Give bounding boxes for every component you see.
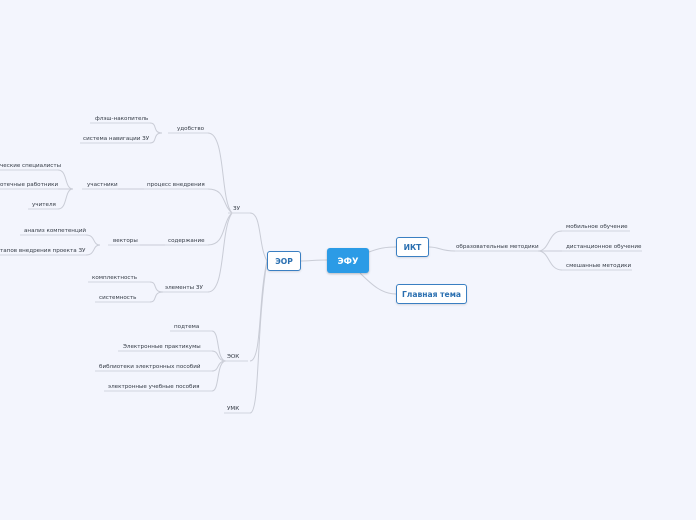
label-stages[interactable]: тапов внедрения проекта ЗУ	[0, 248, 86, 254]
node-eor[interactable]: ЭОР	[267, 251, 301, 271]
label-eok[interactable]: ЭОК	[227, 354, 239, 360]
label-libraries[interactable]: библиотеки электронных пособий	[99, 363, 201, 370]
label-systemicity[interactable]: системность	[99, 295, 136, 301]
label-practicums[interactable]: Электронные практикумы	[123, 344, 201, 350]
edge-eor-umk	[249, 260, 268, 414]
edge-participants-teachers	[57, 188, 74, 210]
edge-participants-specialists	[57, 169, 74, 190]
edge-methods-blended	[537, 250, 563, 271]
edge-methods-mobile	[537, 230, 563, 252]
label-subtopic[interactable]: подтема	[174, 324, 199, 330]
label-mobile[interactable]: мобильное обучение	[566, 224, 628, 230]
node-ikt[interactable]: ИКТ	[396, 237, 429, 257]
connectors	[57, 122, 563, 414]
label-navigation[interactable]: система навигации ЗУ	[83, 136, 150, 142]
edge-zu-udobstvo	[207, 132, 233, 214]
edge-ikt-methods	[428, 246, 456, 252]
edge-eor-eok	[249, 260, 268, 362]
label-umk[interactable]: УМК	[227, 406, 239, 412]
label-librarians[interactable]: отечные работники	[0, 182, 59, 188]
label-participants[interactable]: участники	[87, 182, 118, 188]
edge-zu-process	[207, 188, 233, 214]
edge-root-ikt	[368, 246, 397, 253]
label-zu[interactable]: ЗУ	[233, 206, 241, 212]
label-process[interactable]: процесс внедрения	[147, 182, 205, 188]
edge-eok-practicums	[211, 350, 227, 362]
edge-udobstvo-flash	[149, 122, 163, 134]
topic-labels: ЗУ удобство флэш-накопитель система нави…	[0, 116, 642, 412]
label-blended[interactable]: смешанные методики	[566, 263, 631, 269]
label-completeness[interactable]: комплектность	[92, 275, 137, 281]
edge-eok-textbooks	[211, 360, 227, 392]
edge-vectors-competence	[85, 234, 101, 246]
edge-root-eor	[300, 259, 328, 262]
label-distance[interactable]: дистанционное обучение	[566, 244, 642, 250]
label-specialists[interactable]: ческие специалисты	[0, 163, 61, 169]
label-textbooks[interactable]: электронные учебные пособия	[108, 384, 199, 390]
root-node[interactable]: ЭФУ	[327, 248, 369, 273]
label-teachers[interactable]: учителя	[32, 202, 56, 208]
edge-eok-libraries	[211, 360, 227, 372]
edge-zu-elements	[207, 212, 233, 293]
label-flash[interactable]: флэш-накопитель	[95, 116, 148, 122]
edge-elements-systemicity	[149, 291, 164, 303]
label-methods[interactable]: образовательные методики	[456, 244, 539, 250]
label-vectors[interactable]: векторы	[113, 238, 138, 244]
node-main-topic[interactable]: Главная тема	[396, 284, 467, 304]
edge-eok-subtopic	[211, 330, 227, 362]
label-underlines	[0, 122, 642, 414]
edge-zu-content	[207, 212, 233, 246]
label-udobstvo[interactable]: удобство	[177, 126, 205, 132]
label-competence[interactable]: анализ компетенций	[24, 227, 86, 234]
edge-udobstvo-nav	[149, 132, 163, 144]
edge-elements-completeness	[149, 281, 164, 293]
edge-eor-zu	[249, 212, 268, 262]
edge-vectors-stages	[85, 244, 101, 256]
label-content[interactable]: содержание	[168, 238, 205, 244]
label-elements[interactable]: элементы ЗУ	[165, 285, 203, 291]
edge-root-main	[359, 272, 397, 295]
